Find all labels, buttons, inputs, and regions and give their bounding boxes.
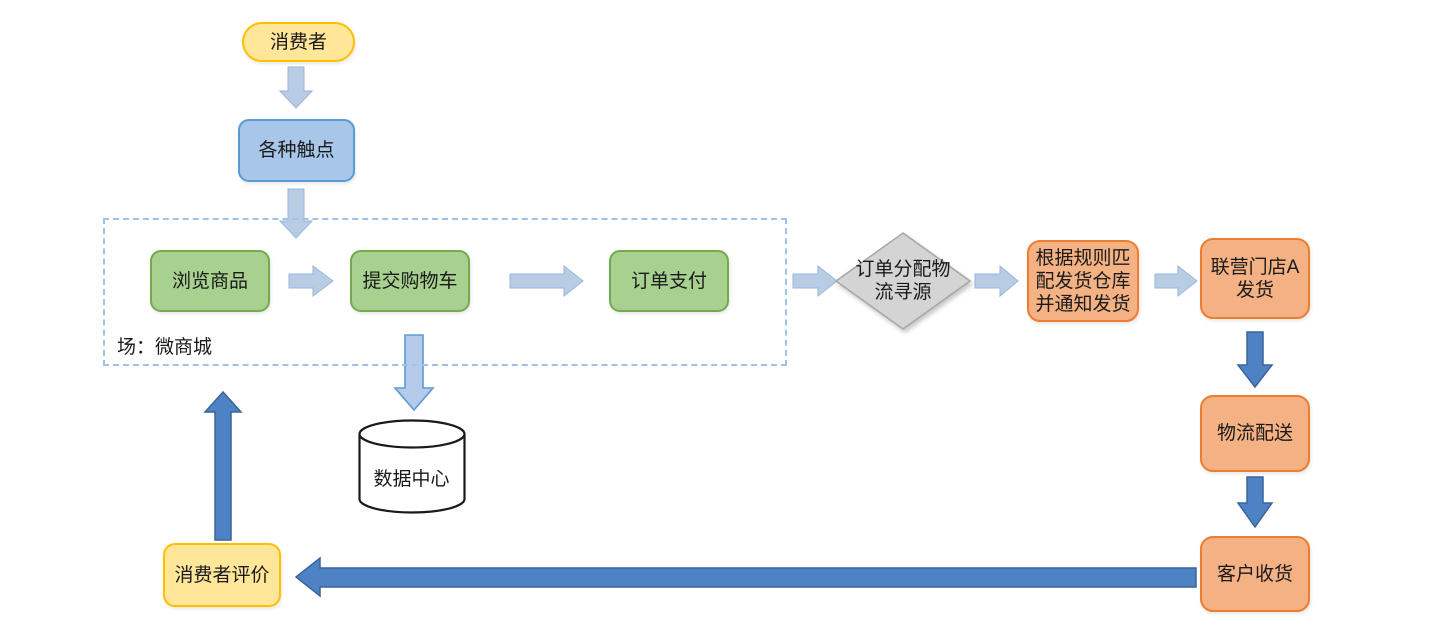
arrow-consumer-to-touchpoints-icon [278, 66, 314, 109]
mall-container: 场：微商城 [103, 218, 787, 366]
node-data-center-label: 数据中心 [373, 469, 450, 490]
node-consumer: 消费者 [242, 22, 355, 62]
arrow-match-to-store-icon [1154, 264, 1198, 298]
arrow-review-to-mall-icon [203, 390, 243, 541]
mall-container-label: 场：微商城 [117, 337, 213, 358]
arrow-mall-to-decision-icon [792, 264, 838, 298]
node-browse-products: 浏览商品 [150, 250, 270, 312]
node-store-a-ship: 联营门店A 发货 [1200, 238, 1310, 319]
node-match-warehouse: 根据规则匹 配发货仓库 并通知发货 [1027, 240, 1139, 322]
arrow-logistics-to-receive-icon [1236, 476, 1274, 529]
node-customer-receive: 客户收货 [1200, 536, 1310, 612]
arrow-decision-to-match-icon [974, 264, 1019, 298]
node-consumer-review: 消费者评价 [163, 543, 281, 607]
node-logistics-delivery: 物流配送 [1200, 395, 1310, 472]
node-touchpoints: 各种触点 [238, 119, 355, 182]
node-decision-label: 订单分配物 流寻源 [855, 259, 951, 303]
node-submit-cart: 提交购物车 [350, 250, 470, 312]
arrow-receive-to-review-icon [294, 556, 1197, 598]
arrow-store-to-logistics-icon [1236, 331, 1274, 389]
node-order-payment: 订单支付 [609, 250, 729, 312]
